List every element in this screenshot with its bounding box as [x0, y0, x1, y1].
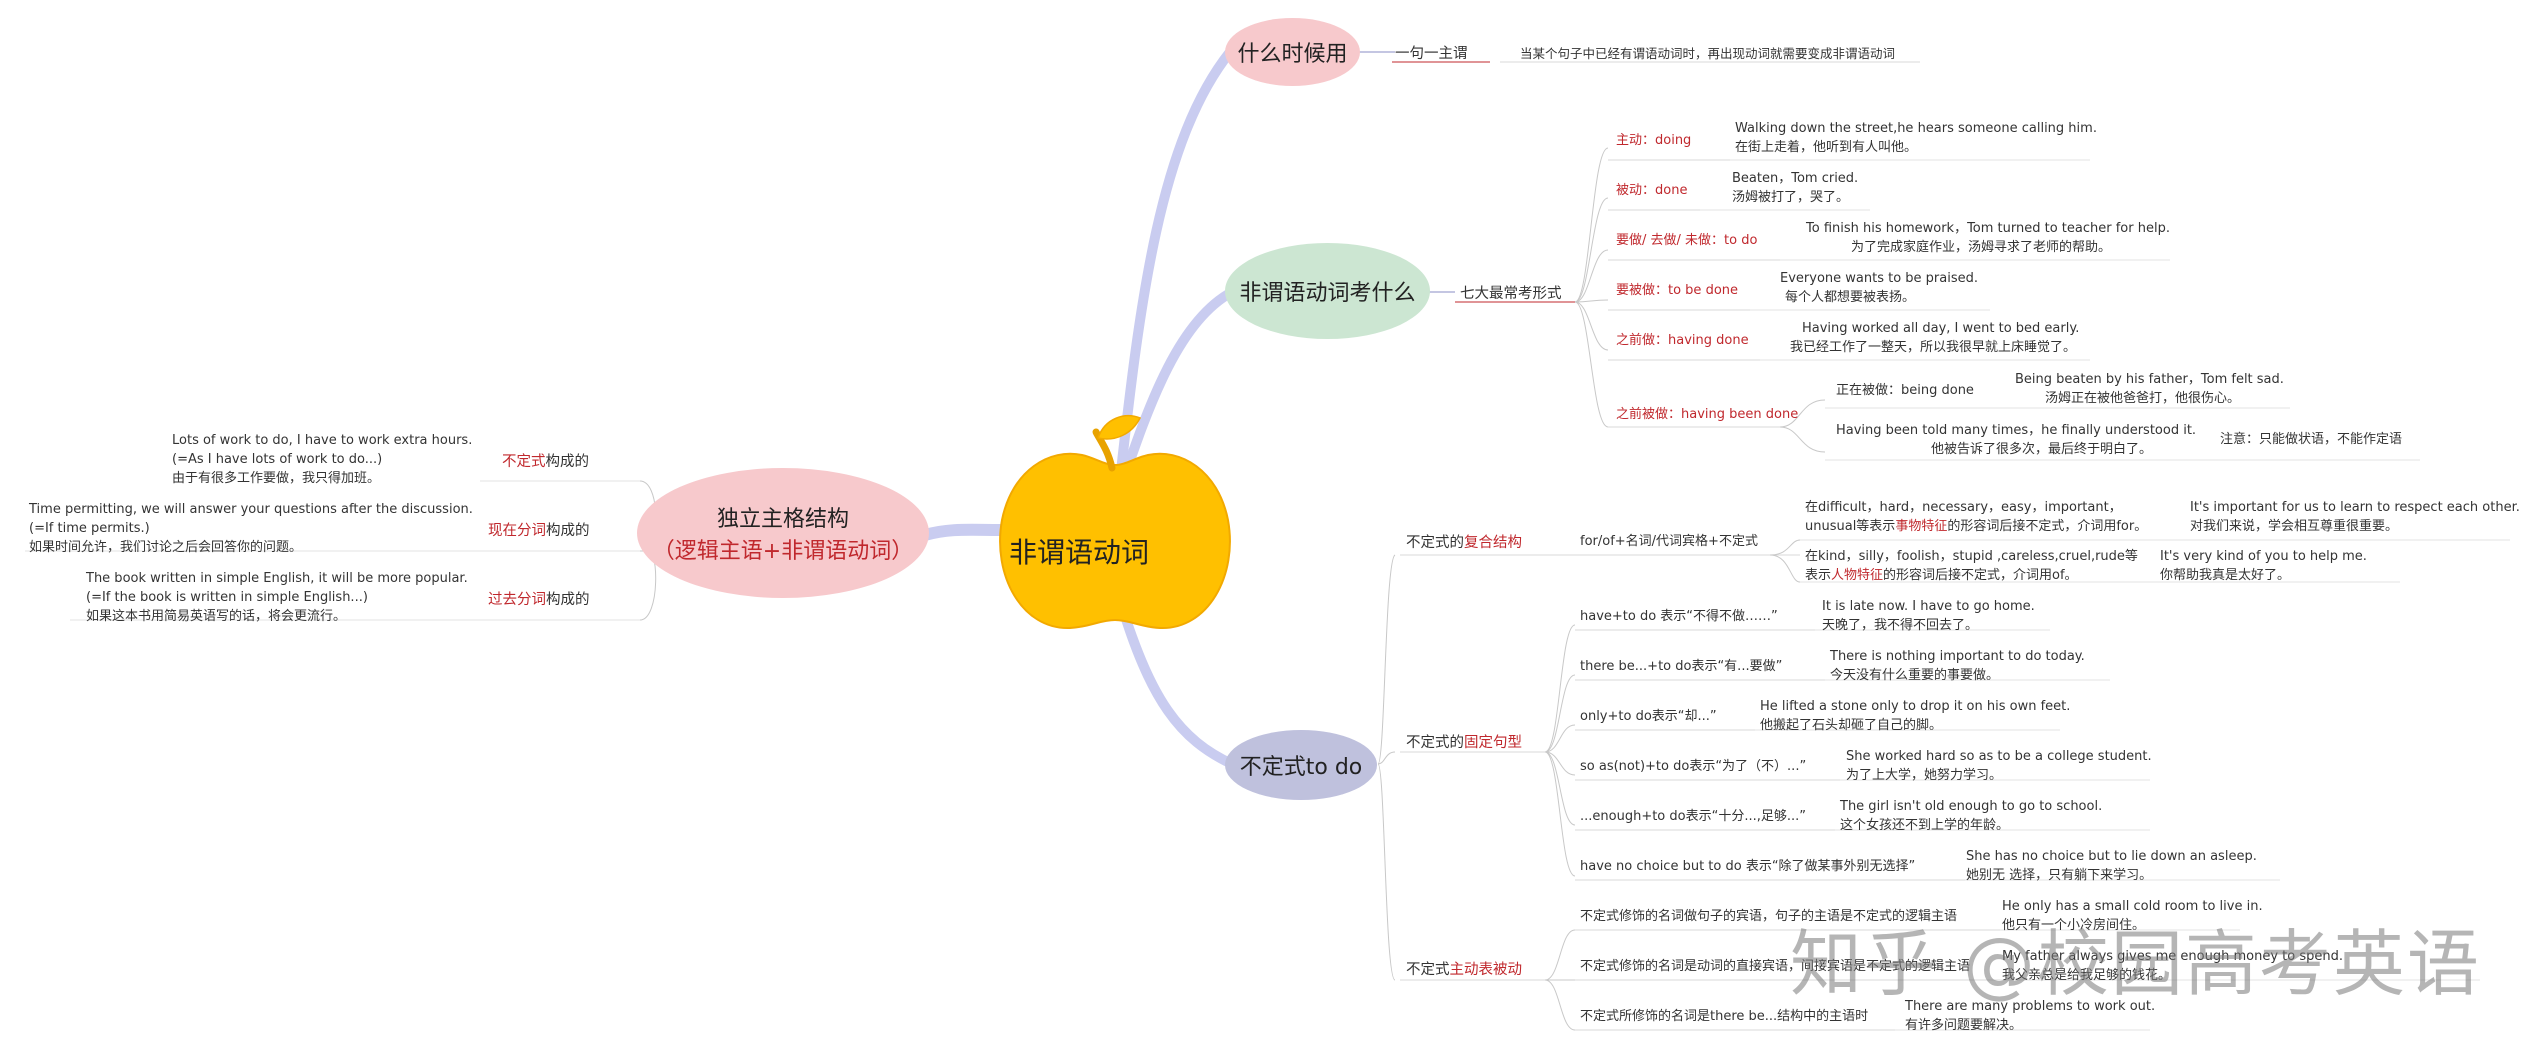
being-done-example: Being beaten by his father，Tom felt sad.…: [2015, 370, 2284, 408]
compound-rule: for/of+名词/代词宾格+不定式: [1580, 532, 1758, 551]
having-been-example: Having been told many times，he finally u…: [1836, 421, 2196, 459]
absolute-present-participle: 现在分词构成的: [488, 519, 590, 540]
absolute-past-participle: 过去分词构成的: [488, 588, 590, 609]
being-done-label: 正在被做：being done: [1836, 381, 1974, 400]
form-to-do-example: To finish his homework，Tom turned to tea…: [1806, 219, 2170, 257]
watermark: 知乎 @校园高考英语: [1790, 905, 2481, 1010]
fixed-example: There is nothing important to do today.今…: [1830, 647, 2085, 685]
active-for-passive: 不定式主动表被动: [1406, 958, 1522, 979]
form-to-do: 要做/ 去做/ 未做：to do: [1616, 231, 1757, 250]
fixed-example: She has no choice but to lie down an asl…: [1966, 847, 2257, 885]
fixed-rule: ...enough+to do表示“十分...,足够...”: [1580, 807, 1806, 826]
branch-infinitive: 不定式to do: [1225, 730, 1377, 800]
compound-for-example: It's important for us to learn to respec…: [2190, 498, 2520, 536]
form-passive: 被动：done: [1616, 181, 1687, 200]
branch-test: 非谓语动词考什么: [1225, 243, 1430, 339]
fixed-example: She worked hard so as to be a college st…: [1846, 747, 2152, 785]
form-active: 主动：doing: [1616, 131, 1691, 150]
form-having-done: 之前做：having done: [1616, 331, 1749, 350]
compound-for-rule: 在difficult，hard，necessary，easy，important…: [1805, 498, 2147, 536]
having-been-note: 注意：只能做状语，不能作定语: [2220, 430, 2402, 449]
when-note: 当某个句子中已经有谓语动词时，再出现动词就需要变成非谓语动词: [1520, 44, 1895, 63]
compound-structure: 不定式的复合结构: [1406, 531, 1522, 552]
branch-line-absolute: [925, 530, 1000, 535]
branch-infinitive-label: 不定式to do: [1240, 749, 1363, 781]
fixed-rule: so as(not)+to do表示“为了（不）...”: [1580, 757, 1806, 776]
root-label: 非谓语动词: [1009, 536, 1149, 570]
test-sub: 七大最常考形式: [1460, 282, 1562, 303]
branch-when: 什么时候用: [1225, 18, 1360, 86]
absolute-past-example: The book written in simple English, it w…: [86, 569, 468, 626]
form-to-be-done-example: Everyone wants to be praised.每个人都想要被表扬。: [1780, 269, 1978, 307]
branch-line-when: [1120, 52, 1230, 480]
fixed-rule: have no choice but to do 表示“除了做某事外别无选择”: [1580, 857, 1915, 876]
branch-test-label: 非谓语动词考什么: [1239, 275, 1415, 307]
form-passive-example: Beaten，Tom cried.汤姆被打了，哭了。: [1732, 169, 1858, 207]
form-active-example: Walking down the street,he hears someone…: [1735, 119, 2097, 157]
fixed-patterns: 不定式的固定句型: [1406, 731, 1522, 752]
compound-of-rule: 在kind，silly，foolish，stupid ,careless,cru…: [1805, 547, 2138, 585]
absolute-inf-example: Lots of work to do, I have to work extra…: [172, 431, 472, 488]
form-having-been-done: 之前被做：having been done: [1616, 405, 1798, 424]
form-to-be-done: 要被做：to be done: [1616, 281, 1738, 300]
fixed-example: It is late now. I have to go home.天晚了，我不…: [1822, 597, 2035, 635]
absolute-inf: 不定式构成的: [502, 450, 589, 471]
compound-of-example: It's very kind of you to help me.你帮助我真是太…: [2160, 547, 2367, 585]
absolute-subtitle: （逻辑主语+非谓语动词）: [653, 533, 913, 565]
when-sub: 一句一主谓: [1395, 42, 1468, 63]
apple-root-icon: [1000, 416, 1230, 628]
fixed-rule: there be...+to do表示“有...要做”: [1580, 657, 1782, 676]
fixed-rule: only+to do表示“却...”: [1580, 707, 1717, 726]
fixed-rule: have+to do 表示“不得不做……”: [1580, 607, 1778, 626]
branch-absolute: 独立主格结构 （逻辑主语+非谓语动词）: [637, 468, 929, 598]
branch-when-label: 什么时候用: [1237, 36, 1347, 68]
absolute-present-example: Time permitting, we will answer your que…: [29, 500, 473, 557]
fixed-example: The girl isn't old enough to go to schoo…: [1840, 797, 2102, 835]
absolute-title: 独立主格结构: [717, 501, 849, 533]
form-having-done-example: Having worked all day, I went to bed ear…: [1790, 319, 2079, 357]
fixed-example: He lifted a stone only to drop it on his…: [1760, 697, 2070, 735]
